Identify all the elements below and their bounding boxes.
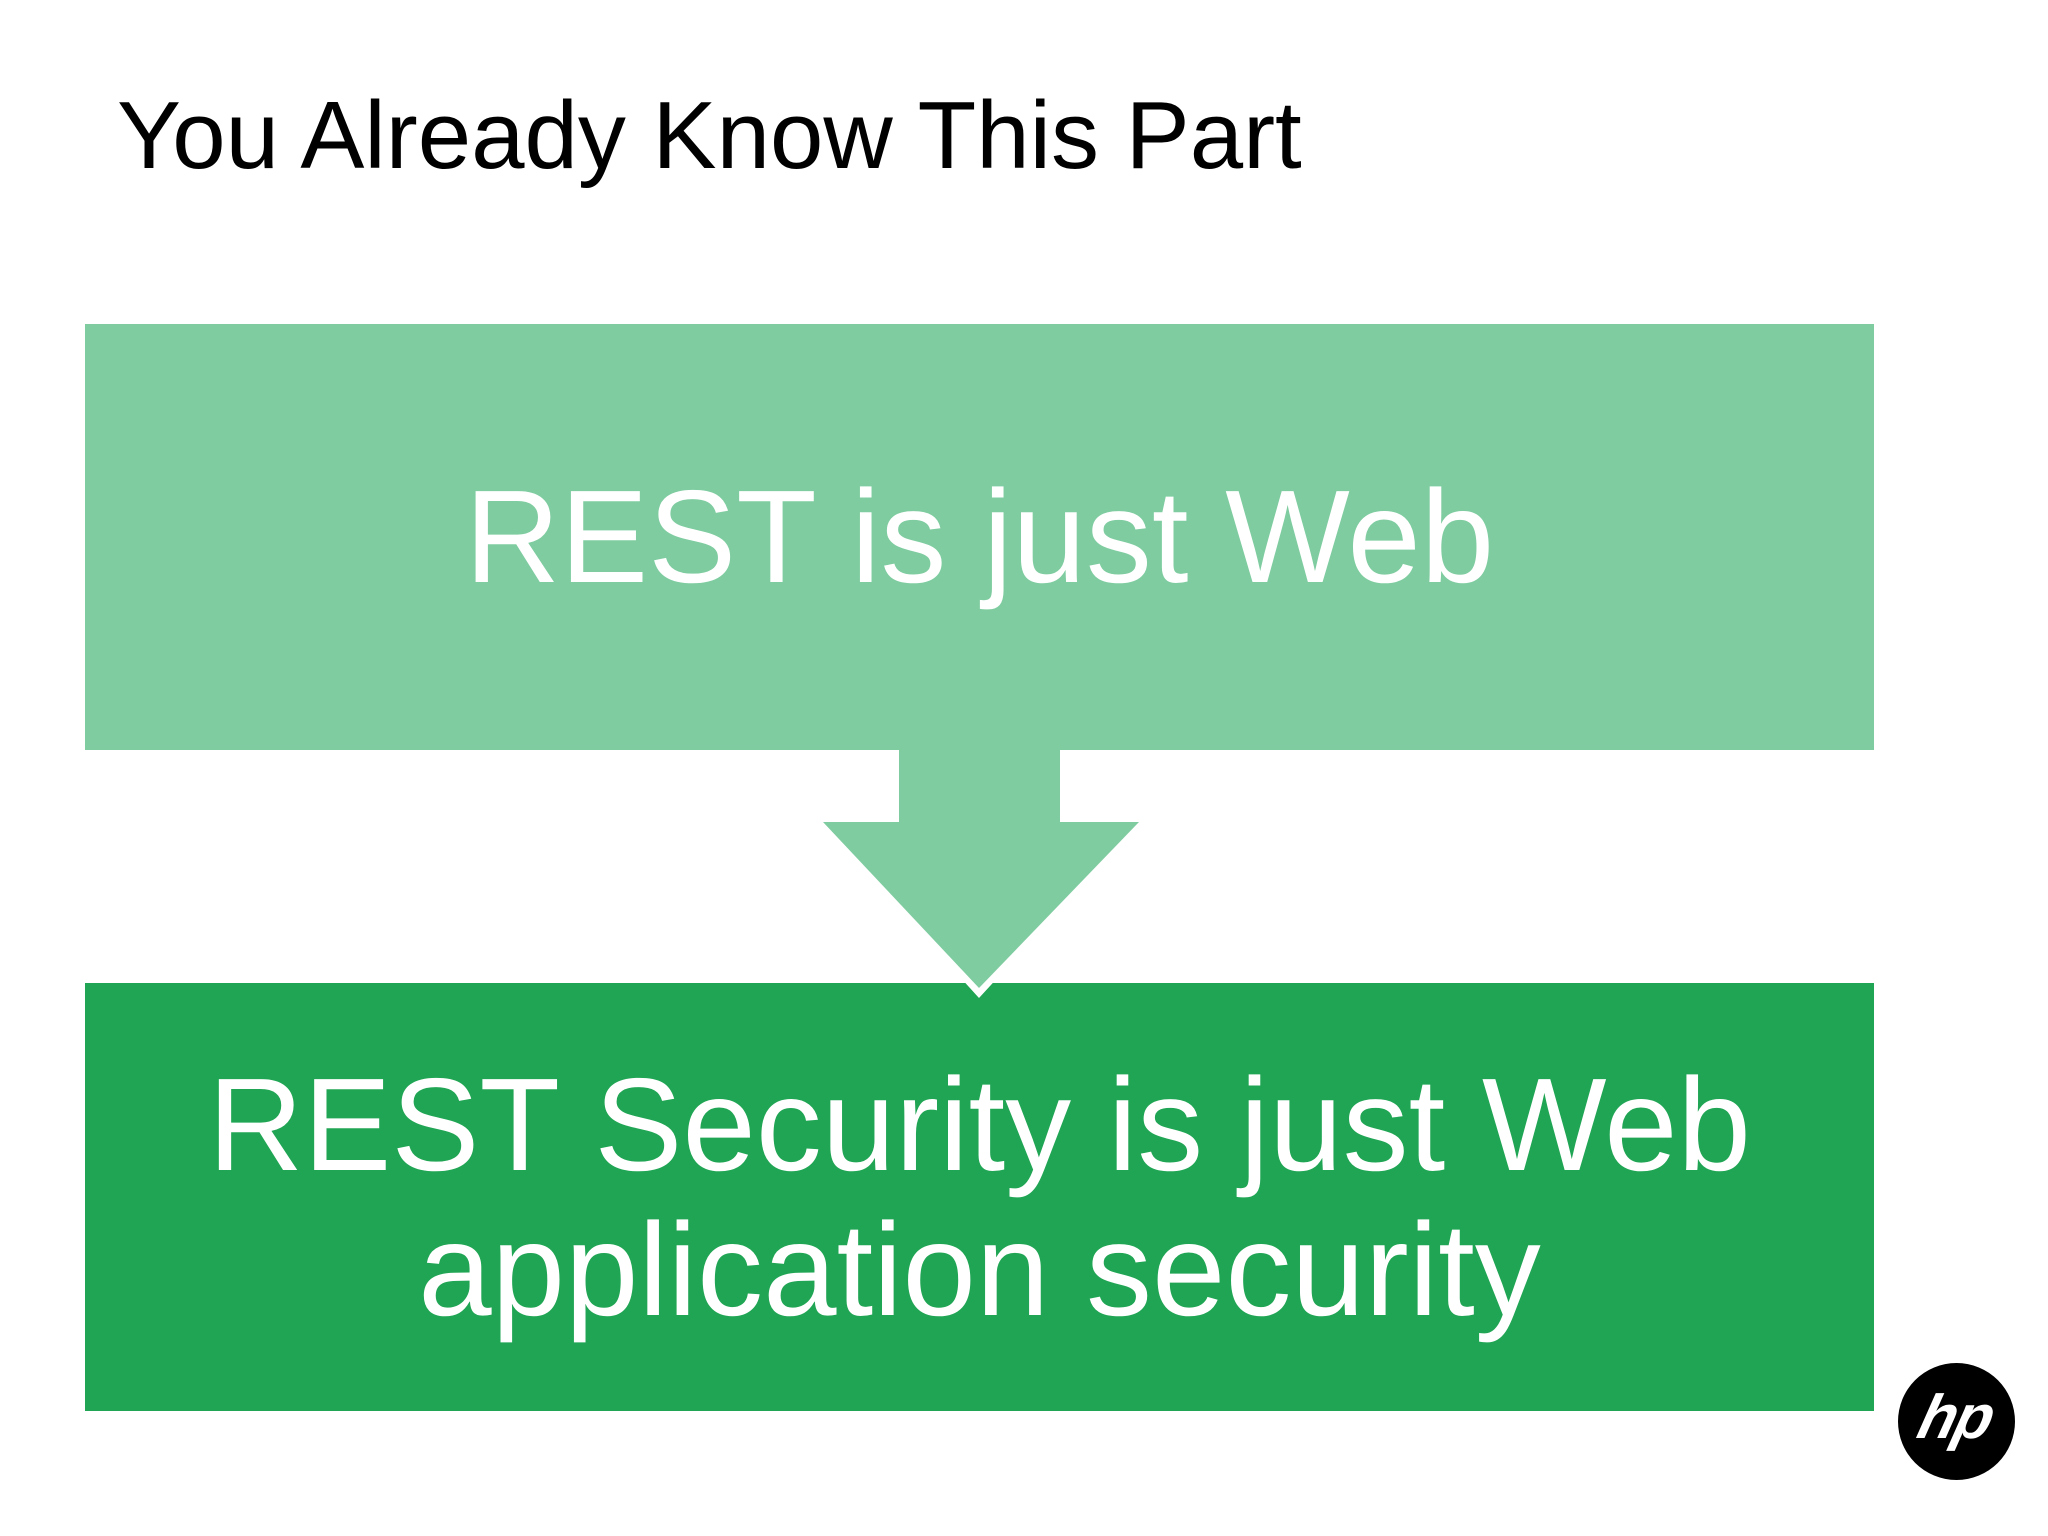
hp-logo-text: hp [1911,1383,2000,1452]
rest-box: REST is just Web [85,324,1874,750]
security-box: REST Security is just Web application se… [85,983,1874,1411]
security-box-line1: REST Security is just Web [208,1050,1751,1198]
slide-title: You Already Know This Part [117,82,1302,189]
hp-logo: hp [1898,1363,2015,1480]
down-arrow-icon [812,735,1148,998]
rest-box-label: REST is just Web [464,463,1495,611]
security-box-line2: application security [418,1196,1541,1343]
